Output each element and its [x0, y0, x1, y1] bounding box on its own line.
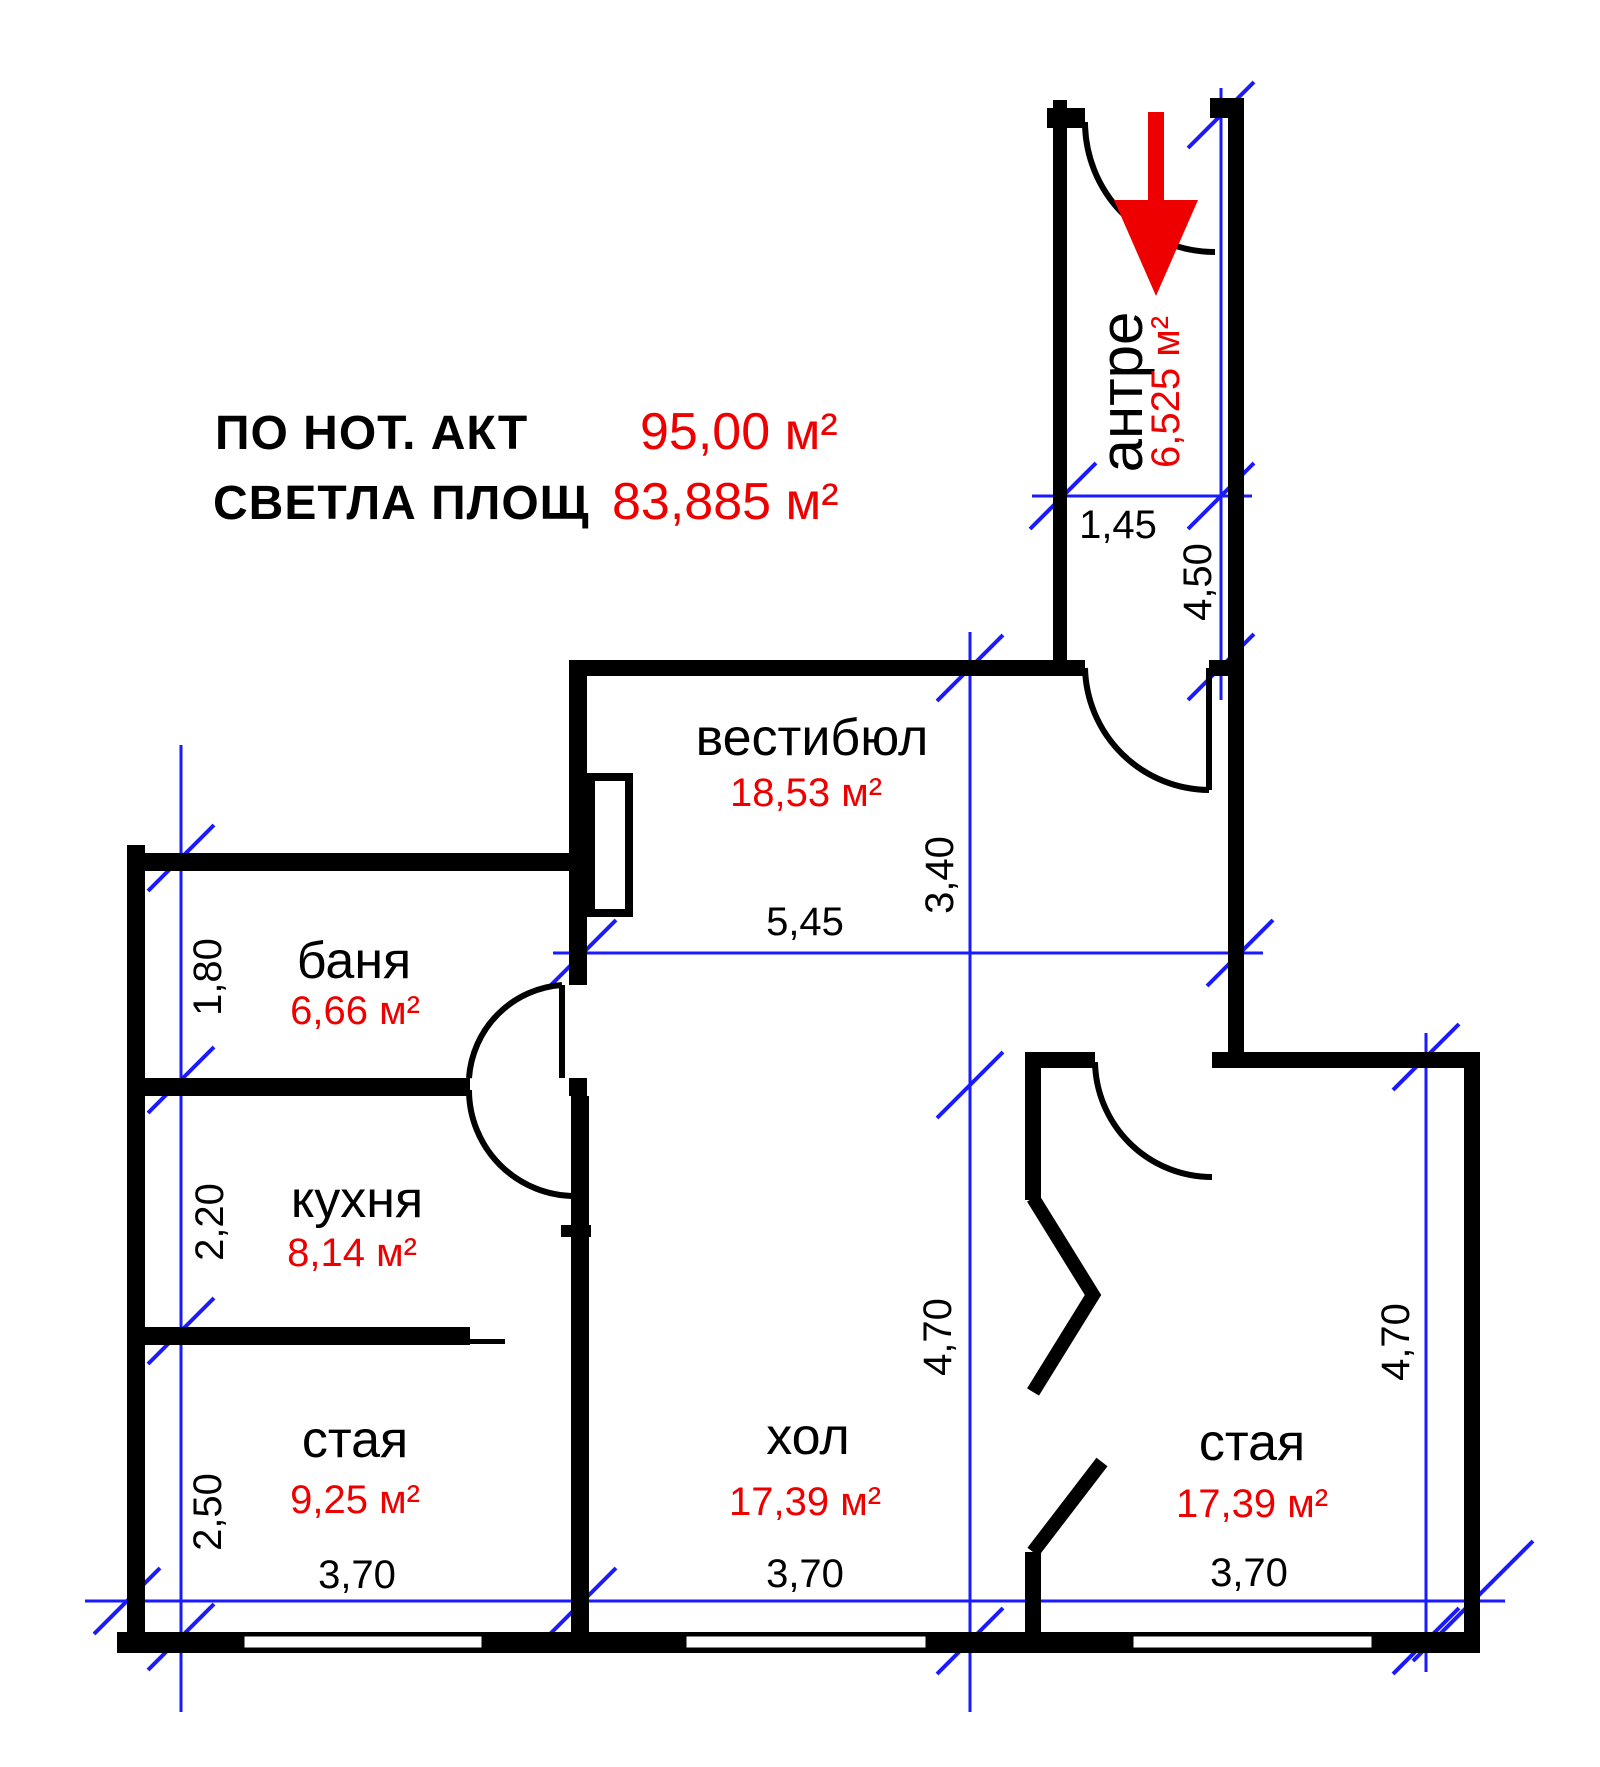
wall-entry-left: [1053, 100, 1067, 662]
room-label-hall: хол: [766, 1408, 850, 1466]
title-row2-value: 83,885 м²: [612, 473, 839, 531]
window-hall: [683, 1633, 929, 1651]
doors: [466, 121, 1216, 1199]
wall-kitchen-right: [571, 1096, 589, 1652]
wall-entry-right: [1228, 98, 1244, 1060]
window-room-left: [241, 1633, 485, 1651]
wall-room-right-top-a: [1025, 1052, 1095, 1068]
dim-label-vestibule-depth: 3,40: [918, 836, 962, 914]
room-area-room-right: 17,39 м²: [1175, 1482, 1329, 1526]
room-area-antre: 6,525 м²: [1144, 315, 1188, 469]
wall-bath-right: [569, 871, 587, 985]
room-label-vestibule: вестибюл: [695, 709, 929, 767]
wall-kitchen-bottom: [127, 1327, 470, 1345]
room-area-vestibule: 18,53 м²: [729, 771, 883, 815]
wall-zigzag-chimney: [1027, 1194, 1102, 1396]
room-area-bath: 6,66 м²: [290, 989, 420, 1033]
entrance-arrow-icon: [1114, 112, 1198, 296]
dim-label-entry-length: 4,50: [1176, 543, 1220, 621]
door-arc-vestibule: [1082, 667, 1210, 793]
dim-label-room-left-depth: 2,50: [186, 1473, 230, 1551]
wall-vestibule-left: [569, 660, 587, 871]
room-area-room-left: 9,25 м²: [290, 1478, 420, 1522]
dim-label-hall-depth: 4,70: [916, 1298, 960, 1376]
dimension-lines: [85, 88, 1505, 1712]
vestibule-niche: [587, 773, 633, 917]
title-row1-label: ПО НОТ. АКТ: [215, 407, 529, 460]
door-arc-kitchen: [466, 1089, 576, 1199]
room-label-antre: антре: [1088, 311, 1155, 473]
arrow-shaft: [1148, 112, 1164, 207]
door-threshold: [395, 1339, 505, 1344]
wall-entry-jamb-right: [1210, 98, 1244, 118]
arrow-head: [1114, 200, 1198, 296]
wall-bath-bottom: [127, 1078, 470, 1096]
dim-label-kitchen-depth: 2,20: [188, 1183, 232, 1261]
room-label-kitchen: кухня: [290, 1171, 424, 1229]
wall-bath-top: [127, 853, 587, 871]
title-row2-label: СВЕТЛА ПЛОЩ: [213, 477, 590, 530]
wall-diagonal-screen: [1027, 1457, 1108, 1557]
room-label-bath: баня: [296, 932, 412, 990]
wall-room-right-right: [1464, 1052, 1480, 1652]
dim-label-room-right-width: 3,70: [1210, 1551, 1288, 1595]
wall-room-right-left-top: [1025, 1052, 1041, 1200]
room-label-room-right: стая: [1198, 1414, 1306, 1472]
room-area-kitchen: 8,14 м²: [287, 1231, 417, 1275]
wall-outer-left: [127, 845, 145, 1652]
dim-label-room-right-depth: 4,70: [1374, 1303, 1418, 1381]
wall-room-right-left-bottom: [1025, 1552, 1041, 1652]
wall-hall-jog: [561, 1225, 591, 1237]
wall-corner-block: [569, 1078, 587, 1096]
dim-label-bath-depth: 1,80: [186, 938, 230, 1016]
title-row1-value: 95,00 м²: [640, 403, 838, 461]
dim-label-room-left-width: 3,70: [318, 1553, 396, 1597]
dim-label-entry-width: 1,45: [1079, 503, 1157, 547]
wall-room-right-top-b: [1212, 1052, 1480, 1068]
window-room-right: [1130, 1633, 1375, 1651]
windows: [241, 1633, 1375, 1651]
wall-entry-jamb-left: [1047, 108, 1085, 128]
dim-label-vestibule-width: 5,45: [766, 900, 844, 944]
room-label-room-left: стая: [301, 1411, 409, 1469]
tick-icon: [935, 1050, 1005, 1120]
wall-vestibule-top: [569, 660, 1085, 676]
door-arc-room-right: [1092, 1061, 1213, 1180]
room-area-hall: 17,39 м²: [728, 1480, 882, 1524]
door-arc-bath: [466, 982, 563, 1079]
dim-label-hall-width: 3,70: [766, 1552, 844, 1596]
